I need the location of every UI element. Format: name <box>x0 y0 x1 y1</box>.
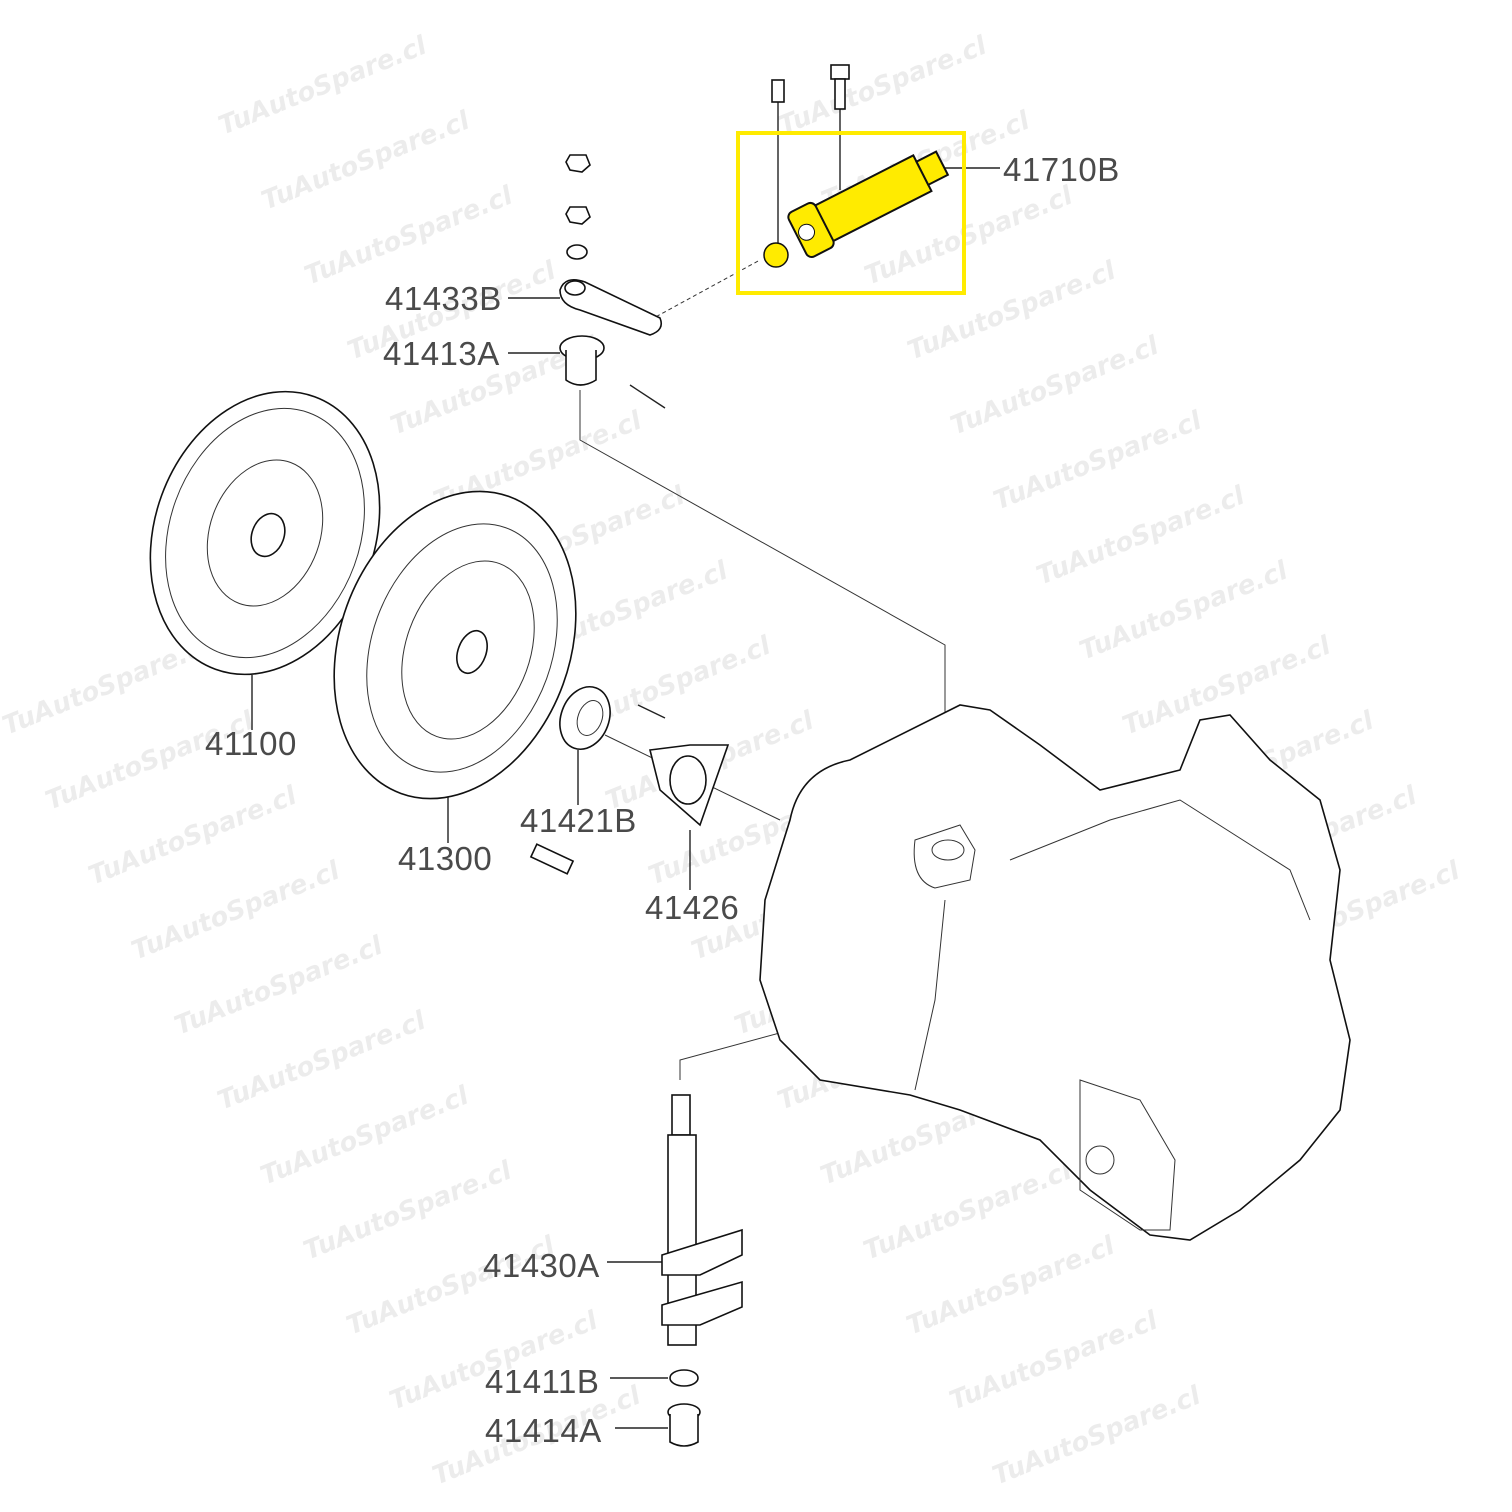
callout-labels: 41710B 41433B 41413A 41100 41300 41421B … <box>205 151 1120 1449</box>
part-41710B-clutch-release-cylinder[interactable] <box>736 131 966 295</box>
watermark-text: TuAutoSpare.cl <box>946 330 1163 441</box>
watermark-text: TuAutoSpare.cl <box>903 255 1120 366</box>
watermark-text: TuAutoSpare.cl <box>256 1080 473 1191</box>
callout-41414A[interactable]: 41414A <box>485 1412 602 1449</box>
part-41421B-release-bearing[interactable] <box>552 680 619 757</box>
transmission-case <box>759 704 1351 1241</box>
watermark-text: TuAutoSpare.cl <box>127 855 344 966</box>
watermark-text: TuAutoSpare.cl <box>257 105 474 216</box>
callout-41411B[interactable]: 41411B <box>485 1363 599 1400</box>
part-41414A-bushing[interactable] <box>667 1403 701 1447</box>
part-41430A-fork-shaft[interactable] <box>661 1094 743 1346</box>
watermark-text: TuAutoSpare.cl <box>213 1005 430 1116</box>
watermark-text: TuAutoSpare.cl <box>902 1230 1119 1341</box>
part-41426-bearing-guide[interactable] <box>529 704 730 875</box>
part-41300-clutch-cover[interactable] <box>293 457 617 833</box>
watermark-text: TuAutoSpare.cl <box>988 1380 1205 1491</box>
watermark-text: TuAutoSpare.cl <box>300 180 517 291</box>
watermark-text: TuAutoSpare.cl <box>84 780 301 891</box>
watermark-text: TuAutoSpare.cl <box>945 1305 1162 1416</box>
watermark-text: TuAutoSpare.cl <box>859 1155 1076 1266</box>
part-41433B-lever[interactable] <box>559 154 666 409</box>
watermark-text: TuAutoSpare.cl <box>170 930 387 1041</box>
part-41411B-clip[interactable] <box>669 1369 699 1387</box>
callout-41433B[interactable]: 41433B <box>385 280 502 317</box>
callout-41421B[interactable]: 41421B <box>520 802 637 839</box>
part-41413A-bushing[interactable] <box>559 335 605 386</box>
callout-41100[interactable]: 41100 <box>205 725 297 762</box>
callout-41426[interactable]: 41426 <box>645 889 739 926</box>
bolts <box>771 64 850 110</box>
watermark-text: TuAutoSpare.cl <box>214 30 431 141</box>
watermark-text: TuAutoSpare.cl <box>1075 555 1292 666</box>
callout-41300[interactable]: 41300 <box>398 840 492 877</box>
callout-41413A[interactable]: 41413A <box>383 335 500 372</box>
part-41100-clutch-disc[interactable] <box>112 359 418 707</box>
callout-41710B[interactable]: 41710B <box>1003 151 1120 188</box>
callout-41430A[interactable]: 41430A <box>483 1247 600 1284</box>
watermark-text: TuAutoSpare.cl <box>1032 480 1249 591</box>
watermark-text: TuAutoSpare.cl <box>774 30 991 141</box>
watermark-text: TuAutoSpare.cl <box>989 405 1206 516</box>
highlight-box <box>736 131 966 295</box>
